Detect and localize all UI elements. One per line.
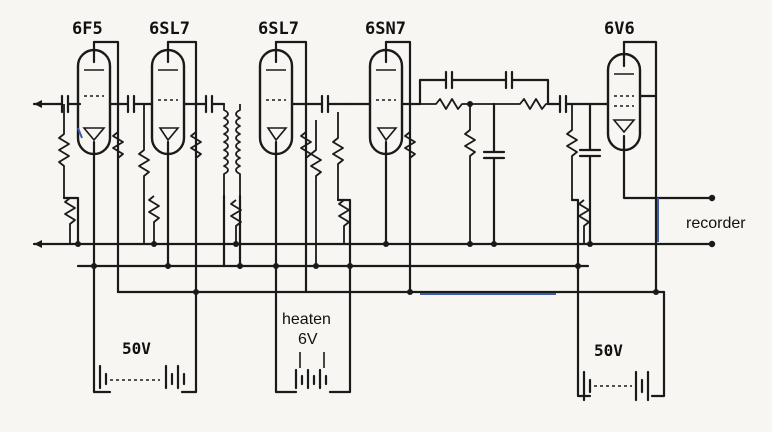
- left-battery: [92, 264, 198, 394]
- tube-label-6f5: 6F5: [72, 19, 103, 39]
- tube-label-6v6: 6V6: [604, 19, 635, 39]
- heater-battery: [274, 264, 352, 394]
- tube-label-6sn7: 6SN7: [365, 19, 406, 39]
- coupling-capacitors: [56, 94, 610, 114]
- stage4-wiring: [332, 40, 416, 295]
- tube-6sn7: [368, 40, 404, 156]
- right-battery: [576, 264, 666, 402]
- tube-label-6sl7-a: 6SL7: [149, 19, 190, 39]
- stage2-wiring: [138, 40, 202, 295]
- tube-6v6: [606, 40, 658, 152]
- interstage-transformer: [222, 104, 243, 269]
- heater-label-line1: heaten: [282, 311, 331, 328]
- tube-6sl7-a: [150, 40, 186, 156]
- tube-label-6sl7-b: 6SL7: [258, 19, 299, 39]
- stage1-wiring: [58, 40, 124, 294]
- left-battery-voltage: 50V: [122, 339, 151, 358]
- recorder-label: recorder: [686, 215, 746, 232]
- heater-label-line2: 6V: [298, 331, 318, 348]
- output-stage-wiring: [566, 94, 659, 295]
- tube-6f5: [76, 40, 112, 156]
- right-battery-voltage: 50V: [594, 341, 623, 360]
- filter-network: [418, 70, 550, 247]
- ground-rail: [32, 240, 716, 248]
- input-signal-rail: [32, 100, 60, 108]
- output-terminal-top: [708, 194, 716, 202]
- tube-6sl7-b: [258, 40, 294, 156]
